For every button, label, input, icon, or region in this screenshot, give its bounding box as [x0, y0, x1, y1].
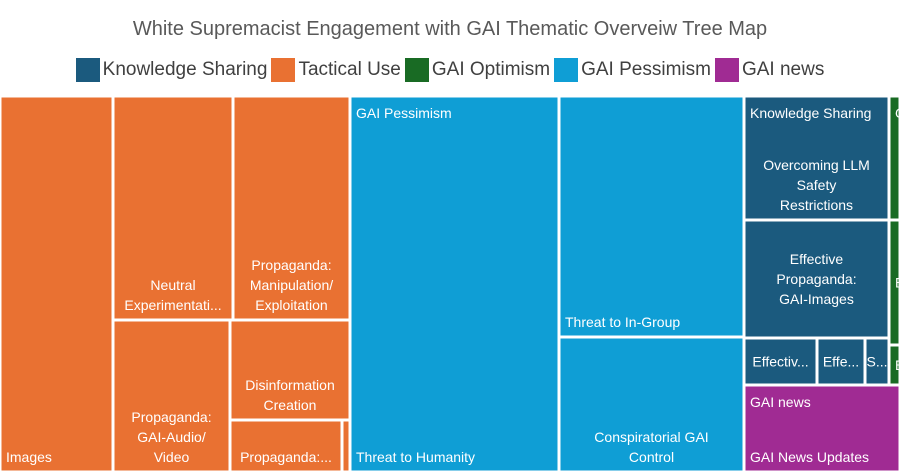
treemap-tile-label: Threat to In-Group [565, 314, 680, 330]
legend-item: Knowledge Sharing [75, 58, 268, 82]
treemap-tile-label: Propaganda:... [240, 449, 332, 465]
legend-item: GAI Optimism [404, 58, 551, 82]
treemap-group-label: GAI news [750, 394, 811, 410]
treemap-tile-label: Effectiv... [752, 354, 808, 370]
treemap-tile-label: S... [866, 354, 887, 370]
treemap-tile-label: Effe... [823, 354, 859, 370]
treemap-tile [112, 96, 234, 321]
treemap-tile [229, 319, 351, 421]
treemap-tile [558, 336, 745, 472]
treemap-tile-label: E [895, 275, 900, 291]
legend-label: GAI Pessimism [581, 59, 711, 80]
treemap-tile [743, 219, 890, 339]
treemap-tile [349, 96, 560, 472]
treemap-tile-label: Propaganda:GAI-Audio/Video [131, 409, 211, 465]
treemap-tile [0, 96, 114, 472]
treemap-tile [558, 96, 745, 338]
treemap-tile [341, 419, 351, 472]
legend-swatch [404, 58, 429, 82]
treemap-tile-label: Threat to Humanity [356, 449, 475, 465]
treemap-tile-label: Images [6, 449, 52, 465]
legend-item: GAI Pessimism [554, 58, 711, 82]
legend-label: GAI news [741, 59, 825, 80]
legend-swatch [271, 58, 296, 82]
treemap-tile [743, 96, 890, 221]
legend-item: Tactical Use [271, 58, 401, 82]
chart-title: White Supremacist Engagement with GAI Th… [132, 18, 768, 40]
treemap-tile-label: G [895, 105, 900, 121]
legend-swatch [714, 58, 739, 82]
legend-label: Knowledge Sharing [102, 59, 268, 80]
treemap-tile [112, 319, 231, 472]
treemap-tile-label: Propaganda:Manipulation/Exploitation [250, 257, 333, 313]
legend-swatch [75, 58, 100, 82]
treemap-group-label: GAI Pessimism [356, 105, 452, 121]
legend-item: GAI news [714, 58, 825, 82]
legend-label: GAI Optimism [431, 59, 551, 80]
treemap-tile-label: GAI News Updates [750, 449, 869, 465]
legend-label: Tactical Use [298, 59, 401, 80]
treemap-tile [743, 384, 900, 472]
legend: Knowledge Sharing Tactical Use GAI Optimis… [0, 58, 900, 82]
legend-swatch [554, 58, 579, 82]
treemap-tile-label: E [895, 357, 900, 373]
treemap-group-label: Knowledge Sharing [750, 105, 871, 121]
